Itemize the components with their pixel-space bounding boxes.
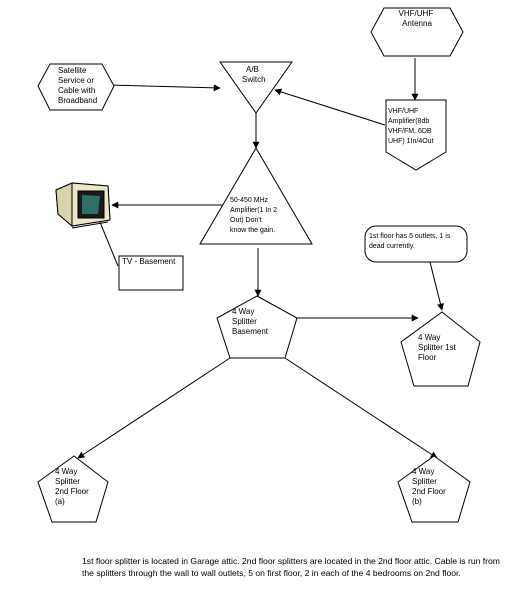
svg-text:4 Way Splitter 1st: 4 Way Splitter 1st Floor (418, 333, 458, 362)
main-amplifier-label-line: 50-450 MHz (230, 197, 269, 204)
amp-to-switch-line (274, 88, 386, 126)
tv-basement-box: TV - Basement (118, 255, 184, 291)
splitter-basement-label-line: 4 Way (232, 307, 254, 316)
main-amplifier-label-line: Amplifier(1 In 2 (230, 207, 277, 214)
splitter-1st-floor-label-line: Splitter 1st (418, 343, 457, 352)
splitter-2nd-floor-a-node: 4 Way Splitter 2nd Floor (a) (37, 455, 109, 523)
vhf-amplifier-label-line: UHF) 1In/4Out (388, 138, 434, 145)
tv-basement-label: TV - Basement (122, 257, 176, 266)
tv-icon (55, 182, 111, 229)
main-amplifier-label-line: Out) Don't (230, 217, 262, 224)
splitter-basement-label-line: Basement (232, 327, 269, 336)
callout-line: dead currently. (369, 243, 415, 250)
antenna-label-line: VHF/UHF (399, 9, 434, 18)
svg-text:VHF/UHF Antenna: VHF/UHF Antenna (399, 9, 436, 28)
splitter-2nd-a-label-line: (a) (55, 497, 65, 506)
svg-text:4 Way Splitter Bas: 4 Way Splitter Basement (232, 307, 269, 336)
main-amplifier-label-line: know the gain. (230, 227, 275, 234)
satellite-label-line: Satellite (58, 66, 87, 75)
satellite-node: Satellite Service or Cable with Broadban… (37, 63, 115, 111)
callout-pointer-line (429, 261, 444, 311)
satellite-label-line: Service or (58, 76, 94, 85)
diagram-caption: 1st floor splitter is located in Garage … (82, 556, 500, 578)
splitter-2nd-b-label-line: Splitter (412, 477, 437, 486)
splitter-1st-floor-node: 4 Way Splitter 1st Floor (400, 311, 481, 387)
basement-to-2nd-b-line (284, 357, 438, 459)
svg-text:4 Way Splitter 2nd: 4 Way Splitter 2nd Floor (a) (55, 467, 91, 506)
satellite-to-switch-line (107, 84, 221, 92)
vhf-amplifier-label-line: VHF/FM, 6DB (388, 128, 432, 135)
splitter-2nd-b-label-line: 2nd Floor (412, 487, 446, 496)
ab-switch-label-line: Switch (242, 75, 266, 84)
antenna-label-line: Antenna (402, 19, 432, 28)
callout-box: 1st floor has 5 outlets, 1 is dead curre… (364, 225, 468, 263)
svg-text:1st floor has 5 outlets, 1 is: 1st floor has 5 outlets, 1 is dead curre… (369, 233, 452, 250)
svg-text:TV - Basement: TV - Basement (122, 257, 176, 266)
vhf-amplifier-label-line: Amplifier(8db (388, 118, 429, 125)
satellite-label-line: Cable with (58, 86, 95, 95)
vhf-amplifier-node: VHF/UHF Amplifier(8db VHF/FM, 6DB UHF) 1… (385, 99, 447, 171)
splitter-2nd-a-label-line: 2nd Floor (55, 487, 89, 496)
splitter-2nd-b-label-line: (b) (412, 497, 422, 506)
main-amplifier-node: 50-450 MHz Amplifier(1 In 2 Out) Don't k… (199, 147, 313, 245)
antenna-node: VHF/UHF Antenna (370, 7, 464, 57)
ab-switch-node: A/B Switch (219, 61, 293, 114)
svg-text:4 Way Splitter 2nd: 4 Way Splitter 2nd Floor (b) (412, 467, 448, 506)
splitter-1st-floor-label-line: 4 Way (418, 333, 440, 342)
basement-to-2nd-a-line (77, 357, 231, 459)
splitter-2nd-b-label-line: 4 Way (412, 467, 434, 476)
splitter-basement-node: 4 Way Splitter Basement (216, 295, 298, 359)
svg-text:VHF/UHF Amplifier(8db: VHF/UHF Amplifier(8db VHF/FM, 6DB UHF) 1… (388, 108, 434, 145)
splitter-2nd-a-label-line: 4 Way (55, 467, 77, 476)
splitter-2nd-floor-b-node: 4 Way Splitter 2nd Floor (b) (397, 455, 471, 523)
splitter-basement-label-line: Splitter (232, 317, 257, 326)
svg-text:50-450 MHz Amplifier(1 I: 50-450 MHz Amplifier(1 In 2 Out) Don't k… (230, 197, 279, 234)
splitter-1st-floor-label-line: Floor (418, 353, 437, 362)
satellite-label-line: Broadband (58, 96, 97, 105)
svg-text:A/B Switch: A/B Switch (242, 65, 266, 84)
splitter-2nd-a-label-line: Splitter (55, 477, 80, 486)
svg-text:Satellite Service or: Satellite Service or Cable with Broadban… (58, 66, 98, 105)
callout-line: 1st floor has 5 outlets, 1 is (369, 233, 451, 240)
vhf-amplifier-label-line: VHF/UHF (388, 108, 418, 115)
ab-switch-label-line: A/B (246, 65, 259, 74)
